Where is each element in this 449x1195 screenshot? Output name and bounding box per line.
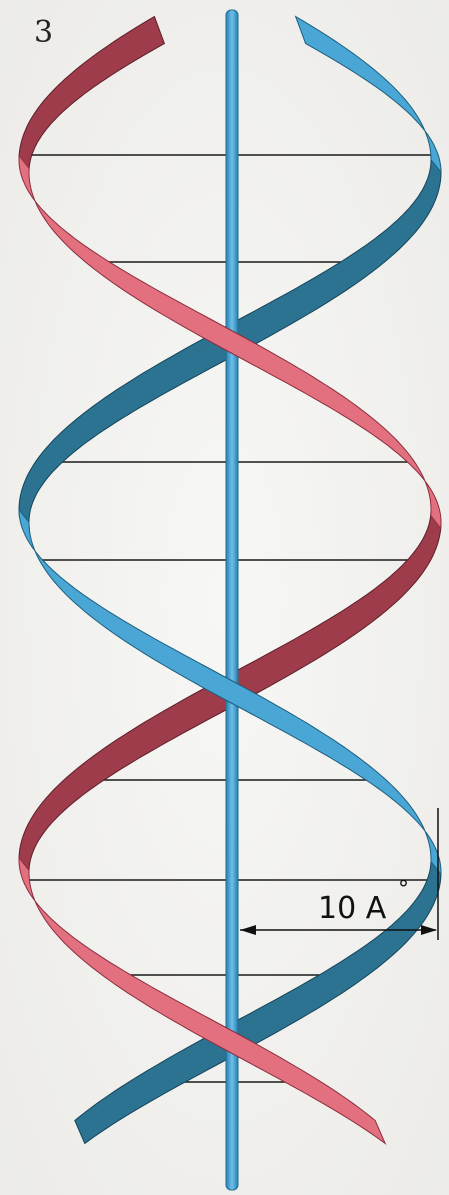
dimension-unit-mark: ° [398,877,409,902]
panel-label: 3 [34,15,53,50]
dimension-label: 10 A [318,891,387,926]
helix-axis [226,10,238,1190]
